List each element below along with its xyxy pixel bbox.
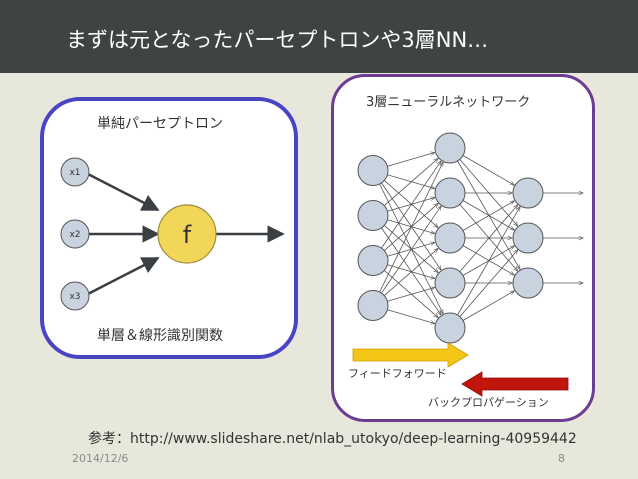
reference-text: 参考：http://www.slideshare.net/nlab_utokyo…	[88, 431, 577, 447]
network-edge-l1-4-1	[459, 250, 518, 317]
input-node-x1	[60, 157, 90, 187]
network-edge-l0-3-3	[387, 287, 434, 302]
slide-title: まずは元となったパーセプトロンや3層NN…	[66, 28, 489, 52]
network-edge-l0-0-2	[384, 180, 438, 227]
perceptron-caption: 単層＆線形識別関数	[97, 328, 223, 344]
title-bar: まずは元となったパーセプトロンや3層NN…	[0, 0, 638, 73]
network-edge-l0-2-3	[387, 264, 434, 279]
network-output-arrows	[543, 193, 583, 283]
network-edge-l0-0-1	[387, 174, 434, 189]
backprop-label: バックプロパゲーション	[428, 396, 549, 409]
network-edge-l1-2-0	[462, 201, 514, 231]
network-edge-l1-0-0	[462, 155, 514, 185]
footer-page-number: 8	[558, 452, 565, 465]
network-node-l0-1	[357, 200, 389, 231]
network-edge-l0-3-1	[381, 206, 440, 294]
network-node-l0-2	[357, 245, 389, 276]
network-node-l1-4	[434, 312, 466, 344]
network-node-l1-2	[434, 222, 466, 254]
backprop-arrow-shape	[461, 371, 569, 397]
network-edge-l1-1-1	[462, 200, 514, 230]
network-edge-l0-3-2	[384, 249, 438, 296]
network-edge-l0-0-0	[387, 152, 434, 167]
network-edge-l0-1-0	[384, 159, 438, 206]
network-node-l1-1	[434, 177, 466, 209]
network-node-l0-0	[357, 155, 389, 186]
network-edge-l1-3-0	[459, 205, 518, 272]
network-nodes	[357, 132, 544, 344]
network-edge-l0-1-2	[387, 219, 434, 234]
function-node	[157, 204, 217, 264]
network-node-l2-0	[512, 177, 544, 209]
network-heading: 3層ニューラルネットワーク	[366, 95, 531, 110]
perceptron-diagram: x1 x2 x3 f	[60, 157, 285, 311]
input-node-x2	[60, 219, 90, 249]
network-edge-l1-4-0	[457, 207, 520, 316]
network-panel	[331, 74, 595, 422]
network-node-l2-2	[512, 267, 544, 299]
network-node-l1-0	[434, 132, 466, 164]
network-node-l2-1	[512, 222, 544, 254]
network-edge-l0-1-3	[384, 225, 438, 272]
feedforward-label: フィードフォワード	[348, 367, 447, 380]
network-edge-l1-2-2	[462, 245, 514, 275]
function-label: f	[183, 221, 192, 249]
network-edge-l0-3-0	[379, 162, 443, 293]
input-label-x1: x1	[69, 168, 80, 178]
network-edge-l1-4-2	[462, 291, 514, 321]
input-node-x3	[60, 281, 90, 311]
network-edge-l0-2-4	[384, 270, 438, 317]
network-node-l0-3	[357, 290, 389, 321]
network-edge-l0-2-0	[381, 161, 440, 249]
network-edges	[379, 152, 520, 324]
network-edge-l0-3-4	[387, 309, 434, 324]
perceptron-edge-3	[83, 256, 160, 298]
input-label-x3: x3	[69, 292, 80, 302]
network-node-l1-3	[434, 267, 466, 299]
feedforward-arrow-shape	[352, 342, 469, 368]
footer-date: 2014/12/6	[72, 452, 129, 465]
perceptron-edge-1	[83, 170, 160, 212]
input-label-x2: x2	[69, 230, 80, 240]
feedforward-arrow	[352, 342, 469, 368]
backprop-arrow	[461, 371, 569, 397]
perceptron-heading: 単純パーセプトロン	[97, 116, 223, 132]
